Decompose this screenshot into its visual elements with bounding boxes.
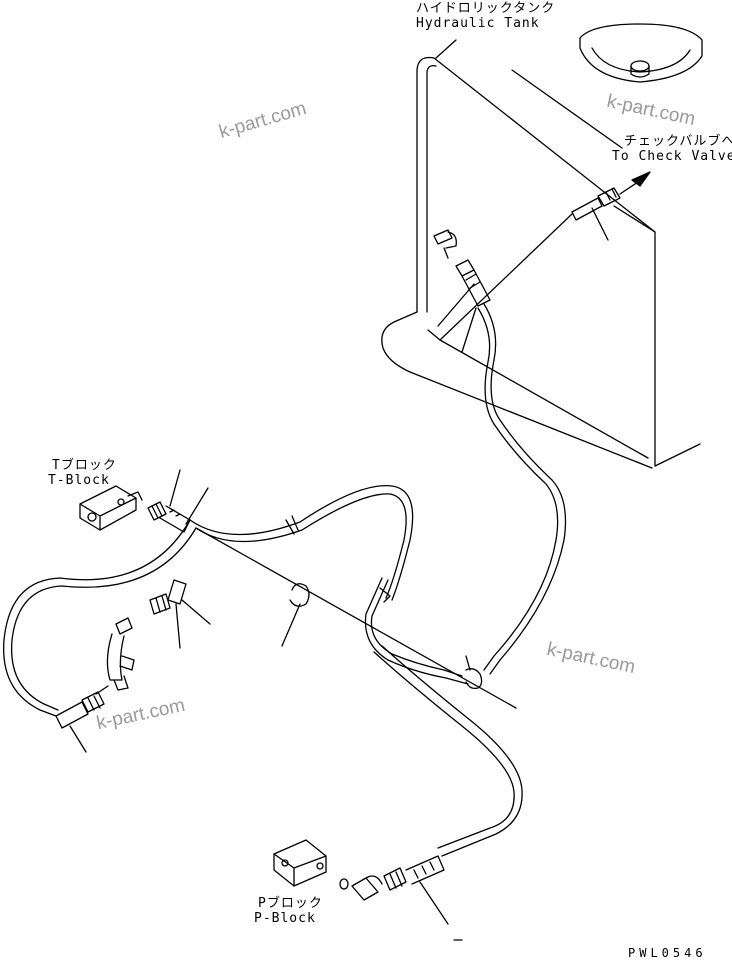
p-block-elbow-fitting [351, 855, 449, 925]
drawing-code: PWL0546 [628, 946, 707, 960]
main-hose [364, 303, 567, 685]
lower-left-hose-fitting [55, 691, 105, 753]
tank-return-pipe [439, 213, 573, 341]
leader-hydraulic-tank [435, 39, 457, 59]
check-valve-label: チェックバルブへ To Check Valve [612, 134, 732, 164]
t-block-pipe [189, 484, 414, 603]
middle-hose-fitting [149, 579, 211, 649]
loop-pipe [2, 519, 197, 717]
o-ring [339, 878, 349, 890]
t-block [79, 485, 143, 531]
p-block [273, 839, 327, 887]
check-valve-hose-fitting [571, 171, 656, 241]
hydraulic-tank-label-en: Hydraulic Tank [416, 16, 540, 31]
t-block-label: Tブロック T-Block [48, 458, 117, 488]
check-valve-label-en: To Check Valve [612, 149, 732, 164]
pipe-clamp [281, 583, 310, 647]
lower-clamp [465, 655, 483, 690]
hydraulic-tank-label-jp: ハイドロリックタンク [416, 1, 556, 16]
p-block-label: Pブロック P-Block [254, 896, 323, 926]
t-block-label-jp: Tブロック [52, 458, 117, 473]
t-block-label-en: T-Block [48, 473, 110, 488]
p-block-label-jp: Pブロック [258, 896, 323, 911]
p-block-label-en: P-Block [254, 911, 316, 926]
leader-check-valve [511, 69, 623, 149]
hydraulic-tank-label: ハイドロリックタンク Hydraulic Tank [416, 1, 555, 31]
diagonal-leader [195, 527, 517, 709]
tank-cap [579, 23, 703, 83]
left-elbow-assembly [95, 617, 135, 695]
tank-elbow-fittings [433, 229, 491, 353]
t-block-hose-fitting [147, 469, 209, 533]
check-valve-label-jp: チェックバルブへ [624, 134, 732, 149]
p-block-hose [373, 645, 523, 857]
